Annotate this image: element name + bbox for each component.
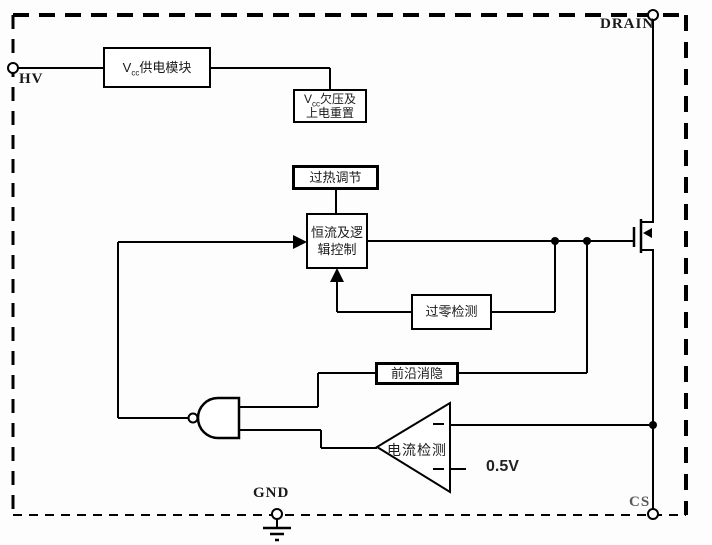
- mosfet: [632, 219, 652, 253]
- wires: [18, 20, 654, 509]
- arrowheads: [293, 235, 344, 282]
- block-zero-cross-detect-label: 过零检测: [425, 304, 478, 319]
- pin-drain-terminal: [647, 9, 659, 21]
- nand-gate-body: [196, 396, 241, 440]
- block-thermal-regulation-label: 过热调节: [309, 169, 362, 185]
- mosfet-body-arrow: [643, 228, 652, 238]
- pin-label-gnd: GND: [253, 485, 290, 501]
- comparator-label: 电流检测: [387, 442, 447, 458]
- block-uvlo-line1: Vcc欠压及: [303, 92, 357, 109]
- junction-dots: [551, 237, 657, 429]
- chip-boundary-border: [11, 13, 688, 516]
- wire-drain: [641, 20, 654, 223]
- pin-label-drain: DRAIN: [600, 16, 655, 32]
- pin-hv-terminal: [7, 62, 19, 74]
- arrow-into-logic-left: [293, 235, 307, 249]
- junction-dot: [551, 237, 559, 245]
- block-uvlo-por: Vcc欠压及 上电重置: [293, 89, 367, 123]
- block-uvlo-line2: 上电重置: [305, 106, 354, 120]
- pin-cs-terminal: [647, 508, 659, 520]
- nand-inversion-bubble: [187, 412, 199, 424]
- arrow-into-logic-bottom: [330, 268, 344, 282]
- block-leading-edge-blanking-label: 前沿消隐: [390, 365, 443, 381]
- block-zero-cross-detect: 过零检测: [411, 294, 492, 330]
- ground-symbol: [263, 519, 291, 542]
- comparator-body: [375, 401, 451, 494]
- pin-label-hv: HV: [19, 71, 44, 87]
- nand-gate: [187, 396, 241, 440]
- block-thermal-regulation: 过热调节: [292, 165, 379, 190]
- current-comparator: [375, 401, 451, 494]
- wire-source-cs: [641, 249, 654, 509]
- block-leading-edge-blanking: 前沿消隐: [375, 362, 459, 385]
- block-vcc-supply-module: Vcc供电模块: [103, 47, 211, 88]
- pin-gnd-terminal: [271, 508, 283, 520]
- pin-label-cs: CS: [629, 494, 651, 510]
- junction-dot: [649, 421, 657, 429]
- block-cc-logic-line2: 辑控制: [317, 242, 357, 257]
- junction-dot: [583, 237, 591, 245]
- pin-circles: [7, 9, 659, 520]
- block-cc-logic-line1: 恒流及逻: [310, 225, 363, 240]
- block-cc-logic-control: 恒流及逻 辑控制: [306, 213, 368, 269]
- block-vcc-supply-label: Vcc供电模块: [122, 59, 192, 78]
- vref-label: 0.5V: [486, 458, 519, 475]
